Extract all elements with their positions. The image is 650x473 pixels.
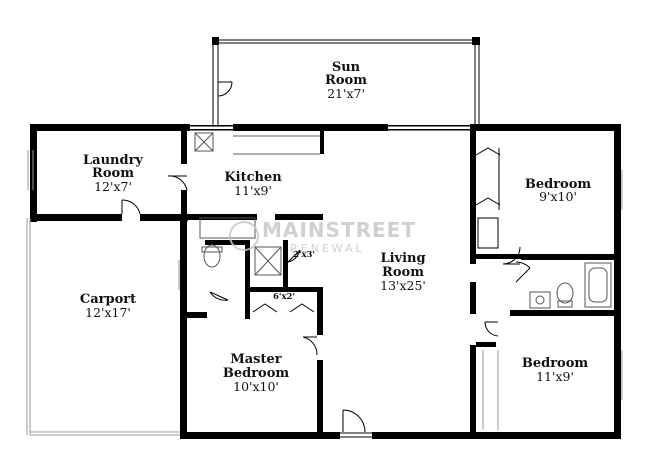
watermark-line2: RENEWAL (290, 242, 365, 255)
bedroom-se-dims: 11'x9' (536, 369, 574, 384)
master-bath-door[interactable] (209, 291, 229, 301)
sun-room-label-1: Sun (332, 60, 361, 75)
laundry-dims: 12'x7' (94, 179, 132, 194)
watermark: MAINSTREET RENEWAL (229, 218, 416, 255)
master-label-1: Master (230, 352, 281, 367)
watermark-line1: MAINSTREET (262, 218, 416, 242)
laundry-label-2: Room (92, 166, 134, 181)
watermark-logo-icon (229, 221, 259, 251)
shower-dims: 2'x3' (293, 250, 315, 260)
living-label-2: Room (382, 265, 424, 280)
kitchen-door[interactable] (167, 175, 188, 191)
sun-room-walls (212, 37, 480, 127)
laundry-label-1: Laundry (83, 153, 143, 168)
bedroom-se-door[interactable] (484, 321, 499, 337)
thin-walls (26, 135, 623, 436)
bedroom-ne-door[interactable] (502, 246, 521, 265)
laundry-door[interactable] (121, 199, 141, 215)
master-door[interactable] (302, 336, 318, 356)
kitchen-dims: 11'x9' (234, 183, 272, 198)
sun-room-door[interactable] (217, 81, 233, 97)
sun-room-label-2: Room (325, 73, 367, 88)
kitchen-label: Kitchen (224, 170, 282, 185)
bedroom-se-label: Bedroom (522, 356, 589, 371)
sun-room-dims: 21'x7' (327, 86, 365, 101)
bathroom-fixtures (201, 244, 612, 309)
master-closet-doors[interactable] (252, 303, 315, 313)
carport-dims: 12'x17' (85, 305, 131, 320)
closet-dims: 6'x2' (273, 292, 295, 302)
master-label-2: Bedroom (223, 366, 290, 381)
bedroom-ne-label: Bedroom (525, 177, 592, 192)
carport-label: Carport (80, 292, 136, 307)
living-label-1: Living (380, 251, 425, 266)
living-dims: 13'x25' (380, 278, 426, 293)
shower-bath-door[interactable] (287, 249, 301, 263)
front-door[interactable] (340, 409, 372, 438)
bedroom-ne-closet-doors[interactable] (475, 147, 501, 249)
hall-bath-door[interactable] (515, 261, 531, 283)
master-dims: 10'x10' (233, 379, 279, 394)
bedroom-ne-dims: 9'x10' (539, 189, 577, 204)
